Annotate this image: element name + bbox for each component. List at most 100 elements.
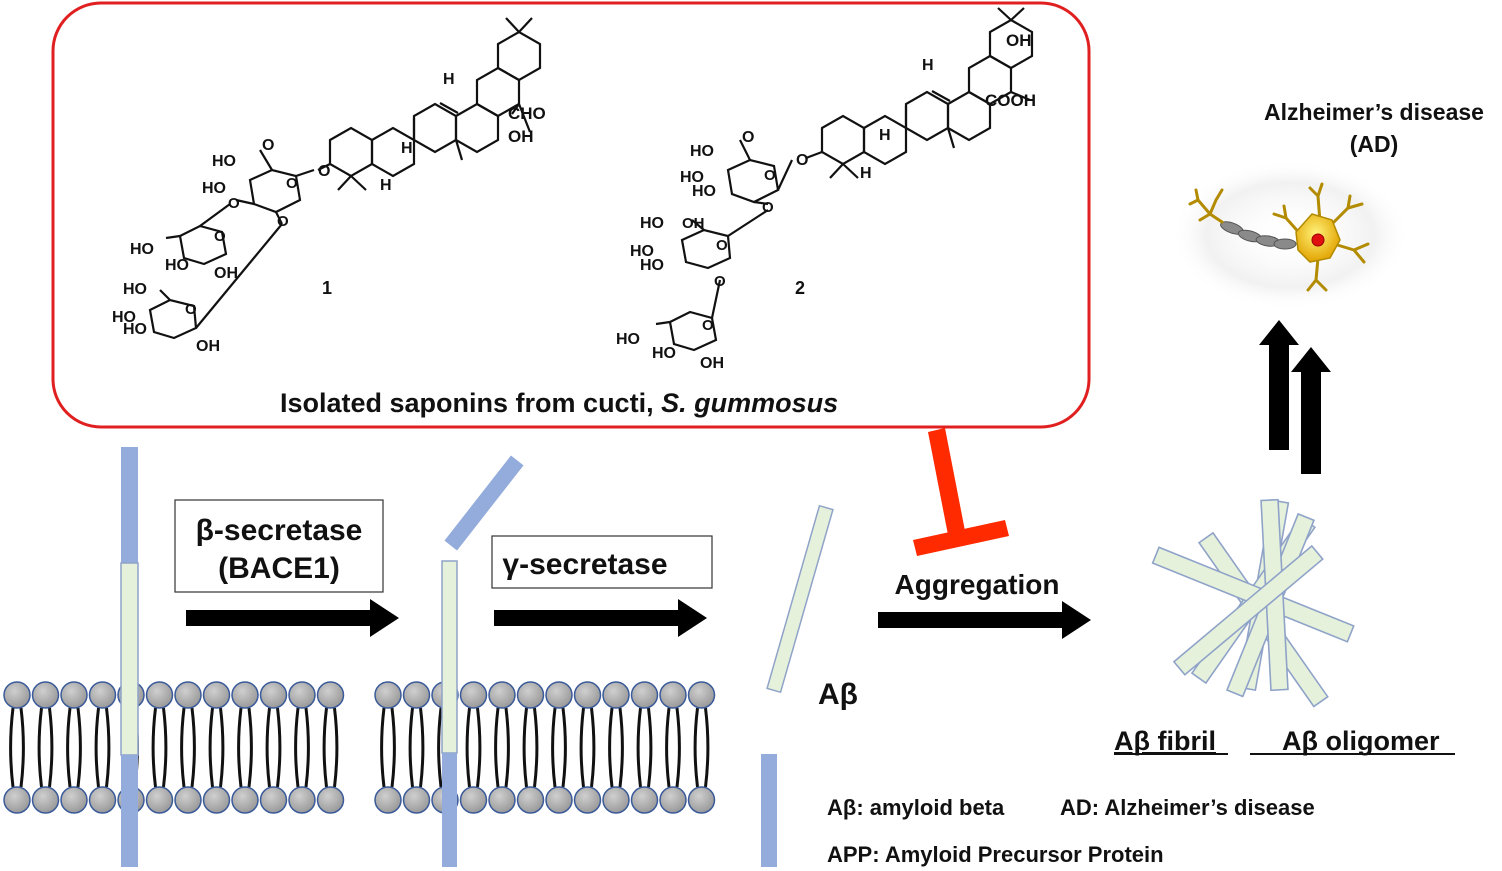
lipid-tail	[48, 707, 54, 788]
atom-label: HO	[165, 257, 189, 274]
atom-label: O	[318, 163, 330, 180]
atom-label: O	[286, 175, 298, 192]
lipid-molecule	[602, 681, 630, 814]
aicd-fragment	[761, 754, 777, 867]
lipid-molecule	[288, 681, 316, 814]
lipid-head	[659, 786, 687, 814]
lipid-head	[545, 786, 573, 814]
atom-label: HO	[690, 143, 714, 160]
arrow-aggregation	[878, 601, 1091, 639]
lipid-tail	[237, 707, 243, 788]
lipid-tail	[419, 707, 425, 788]
atom-label: O	[214, 228, 226, 245]
lipid-head	[516, 786, 545, 814]
lipid-head	[31, 681, 60, 709]
saponin-box: H CHO OH H H HO HO HO HO OH HO HO HO OH …	[51, 1, 1091, 429]
lipid-tail	[704, 707, 710, 788]
arrow-up-large	[1259, 320, 1299, 450]
lipid-tail	[105, 707, 111, 788]
lipid-tail	[333, 707, 339, 788]
lipid-head	[545, 681, 573, 709]
atom-label: O	[742, 129, 754, 146]
lipid-tail	[579, 707, 585, 788]
lipid-molecule	[259, 681, 288, 814]
dendrites	[1188, 182, 1370, 292]
atom-label: HO	[640, 257, 664, 274]
atom-label: O	[262, 137, 274, 154]
compound-1-number: 1	[322, 278, 332, 298]
lipid-head	[374, 786, 402, 814]
lipid-molecule	[316, 681, 345, 814]
lipid-molecule	[202, 681, 231, 814]
lipid-tail	[380, 707, 386, 788]
lipid-head	[488, 786, 516, 814]
lipid-head	[231, 786, 259, 814]
atom-label: O	[762, 199, 774, 216]
lipid-tail	[465, 707, 471, 788]
lipid-molecule	[516, 681, 545, 814]
arrow-beta-cleavage	[186, 599, 399, 637]
lipid-head	[3, 681, 31, 709]
lipid-head	[573, 681, 602, 709]
lipid-molecule	[488, 681, 516, 814]
lipid-head	[573, 786, 602, 814]
saponin-caption-species: S. gummosus	[661, 388, 838, 418]
disease-label: Alzheimer’s disease	[1264, 99, 1484, 125]
lipid-head	[202, 681, 231, 709]
abeta-peptide	[766, 504, 834, 694]
lipid-head	[174, 786, 202, 814]
saponin-box-border	[51, 1, 1091, 429]
atom-label: O	[796, 152, 808, 169]
fibril-label: Aβ fibril	[1114, 726, 1216, 756]
legend-ad: AD: Alzheimer’s disease	[1060, 795, 1315, 820]
lipid-head	[687, 681, 716, 709]
lipid-tail	[180, 707, 186, 788]
lipid-tail	[533, 707, 539, 788]
aggregation-label: Aggregation	[895, 569, 1060, 600]
lipid-tail	[190, 707, 196, 788]
atom-label: HO	[202, 180, 226, 197]
atom-label: HO	[123, 281, 147, 298]
lipid-tail	[693, 707, 699, 788]
lipid-molecule	[60, 681, 88, 814]
arrow-icon	[186, 320, 1331, 639]
lipid-molecule	[231, 681, 259, 814]
lipid-tail	[408, 707, 414, 788]
fibril-rod	[1172, 544, 1324, 676]
compound-2-atoms: OH H COOH H H HO HO HO HO HO HO OH HO HO…	[616, 31, 1036, 372]
lipid-tail	[522, 707, 528, 788]
app-protein-cleaved	[441, 455, 524, 867]
atom-label: OH	[508, 127, 534, 146]
atom-label: O	[702, 317, 714, 334]
lipid-molecule	[3, 681, 31, 814]
lipid-tail	[636, 707, 642, 788]
lipid-tail	[219, 707, 225, 788]
lipid-head	[602, 681, 630, 709]
lipid-head	[288, 786, 316, 814]
atom-label: O	[764, 167, 776, 184]
atom-label: OH	[214, 265, 238, 282]
lipid-molecule	[659, 681, 687, 814]
neuron-nucleus	[1311, 233, 1325, 247]
gamma-secretase-box	[491, 535, 713, 589]
lipid-head	[488, 681, 516, 709]
atom-label: H	[380, 177, 392, 194]
lipid-tail	[304, 707, 310, 788]
lipid-head	[88, 681, 117, 709]
lipid-head	[60, 681, 88, 709]
lipid-head	[402, 786, 431, 814]
membrane-left	[3, 681, 345, 814]
lipid-molecule	[88, 681, 117, 814]
lipid-head	[31, 786, 60, 814]
atom-label: H	[922, 57, 934, 74]
beta-secretase-box	[174, 499, 384, 593]
lipid-molecule	[573, 681, 602, 814]
lipid-head	[259, 786, 288, 814]
app-segment-abeta	[120, 562, 139, 756]
sapp-beta-fragment	[444, 455, 524, 551]
atom-label: HO	[630, 243, 654, 260]
lipid-tail	[437, 707, 443, 788]
c99-bottom-segment	[442, 753, 457, 867]
lipid-tail	[151, 707, 157, 788]
lipid-molecule	[374, 681, 402, 814]
